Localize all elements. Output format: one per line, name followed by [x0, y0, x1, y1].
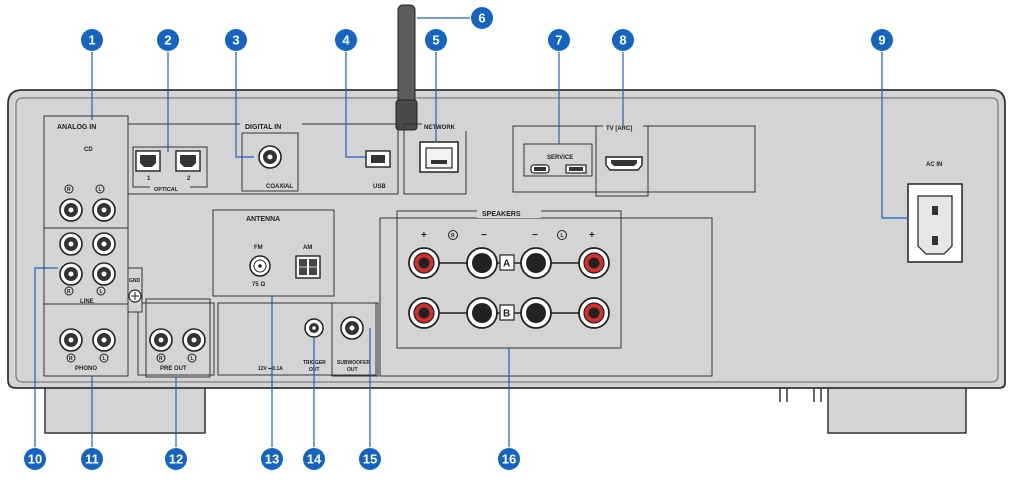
callout-11-number: 11 [85, 452, 99, 467]
phono-right-mark: R [69, 356, 73, 362]
callout-1-number: 1 [88, 33, 95, 48]
callout-13-number: 13 [265, 452, 279, 467]
callout-9: 9 [871, 29, 893, 51]
line-right-mark: R [67, 289, 71, 295]
coaxial-label: COAXIAL [266, 184, 293, 190]
line-jacks [59, 232, 116, 286]
optical-label: OPTICAL [154, 187, 179, 193]
callout-leaders [34, 17, 908, 447]
speaker-b-right-minus-terminal [466, 297, 498, 329]
callout-15-number: 15 [363, 452, 377, 467]
coaxial-jack [258, 145, 282, 169]
callout-4: 4 [335, 29, 357, 51]
callout-16-number: 16 [502, 452, 516, 467]
callout-10: 10 [24, 448, 46, 470]
speaker-right-mark: R [451, 233, 455, 239]
optical-2-label: 2 [187, 176, 191, 182]
speakers-label: SPEAKERS [482, 211, 521, 218]
callout-9-number: 9 [878, 33, 885, 48]
tv-arc-label: TV [ARC] [606, 126, 632, 132]
speaker-b-left-plus-terminal [578, 297, 610, 329]
callout-1: 1 [81, 29, 103, 51]
callout-11: 11 [81, 448, 103, 470]
callout-16: 16 [498, 448, 520, 470]
gnd-label: GND [129, 278, 141, 284]
callout-15: 15 [359, 448, 381, 470]
callout-10-number: 10 [28, 452, 42, 467]
callout-6-number: 6 [478, 11, 485, 26]
callout-8-number: 8 [619, 33, 626, 48]
callout-12: 12 [165, 448, 187, 470]
speaker-b-label: B [503, 309, 510, 320]
optical-1-label: 1 [147, 176, 151, 182]
speaker-a-left-plus-terminal [578, 247, 610, 279]
speaker-a-right-minus-terminal [466, 247, 498, 279]
callout-5: 5 [425, 29, 447, 51]
speaker-a-left-minus-terminal [520, 247, 552, 279]
pre-out-label: PRE OUT [160, 366, 187, 372]
trigger-out-jack [304, 318, 324, 338]
callout-13: 13 [261, 448, 283, 470]
cd-jacks [59, 198, 116, 222]
usb-label: USB [373, 184, 386, 190]
service-label: SERVICE [547, 155, 573, 161]
speaker-a-right-plus-terminal [408, 247, 440, 279]
callout-14: 14 [303, 448, 325, 470]
speaker-b-left-minus-terminal [520, 297, 552, 329]
callout-3: 3 [225, 29, 247, 51]
subwoofer-out-label: SUBWOOFER [337, 360, 370, 366]
fm-antenna-jack [249, 255, 271, 277]
callout-2: 2 [157, 29, 179, 51]
phono-jacks [59, 328, 116, 352]
cd-left-mark: L [99, 187, 102, 193]
chassis [7, 89, 1006, 389]
am-label: AM [303, 245, 312, 251]
callout-14-number: 14 [307, 452, 322, 467]
antenna-section [212, 209, 335, 297]
callout-2-number: 2 [164, 33, 171, 48]
line-left-mark: L [100, 289, 103, 295]
speaker-b-right-plus-terminal [408, 297, 440, 329]
callout-12-number: 12 [169, 452, 183, 467]
left-foot [44, 384, 206, 434]
right-foot [827, 384, 967, 434]
callout-5-number: 5 [432, 33, 439, 48]
callout-4-number: 4 [342, 33, 350, 48]
callout-6: 6 [471, 7, 493, 29]
fm-impedance-label: 75 Ω [252, 282, 265, 288]
phono-left-mark: L [103, 356, 106, 362]
callout-8: 8 [612, 29, 634, 51]
speaker-left-mark: L [561, 233, 564, 239]
subwoofer-out-jack [340, 316, 364, 340]
speaker-left-minus-label: − [532, 230, 538, 241]
antenna-label: ANTENNA [246, 216, 280, 223]
fm-label: FM [254, 245, 263, 251]
trigger-spec-label: 12V ⎓0.1A [258, 366, 283, 372]
analog-in-label: ANALOG IN [57, 124, 96, 131]
pre-out-left-mark: L [191, 356, 194, 362]
network-label: NETWORK [424, 125, 456, 131]
phono-label: PHONO [75, 366, 97, 372]
pre-out-right-mark: R [159, 356, 163, 362]
cd-right-mark: R [67, 187, 71, 193]
digital-in-label: DIGITAL IN [245, 124, 281, 131]
speaker-right-minus-label: − [481, 230, 487, 241]
cd-label: CD [84, 147, 93, 153]
ac-in-label: AC IN [926, 162, 942, 168]
line-label: LINE [80, 299, 94, 305]
speaker-a-label: A [503, 259, 510, 270]
callout-3-number: 3 [232, 33, 239, 48]
speaker-right-plus-label: + [421, 230, 427, 241]
pre-out-jacks [149, 328, 206, 352]
callout-7: 7 [548, 29, 570, 51]
speaker-left-plus-label: + [589, 230, 595, 241]
subwoofer-out-label-2: OUT [347, 367, 358, 373]
callout-7-number: 7 [555, 33, 562, 48]
